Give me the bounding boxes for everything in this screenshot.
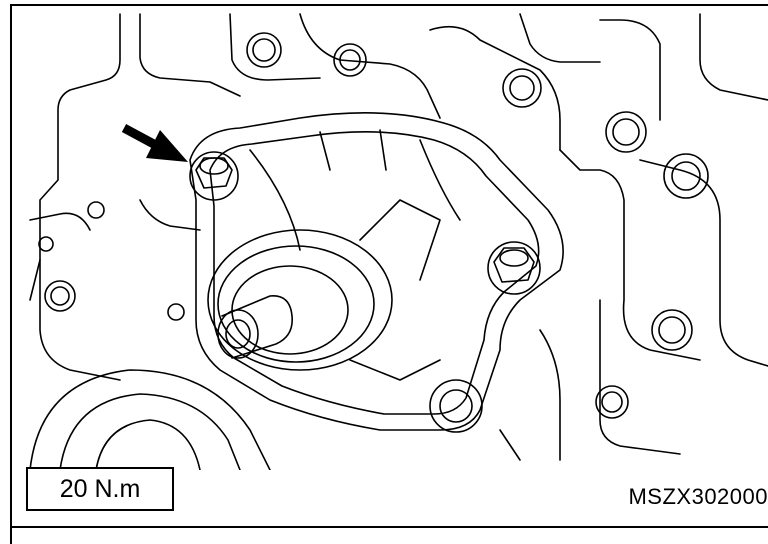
- frame-border-top: [10, 4, 768, 6]
- block-bolt-holes: [38, 32, 709, 419]
- line-drawing: [29, 13, 768, 470]
- crank-pulley: [29, 369, 271, 470]
- torque-value: 20 N.m: [59, 474, 141, 503]
- frame-border-bottom: [10, 526, 768, 528]
- figure-code: MSZX302000: [628, 484, 768, 509]
- engine-block-outline: [29, 13, 768, 461]
- frame-border-left: [10, 4, 12, 544]
- torque-spec-label: 20 N.m: [26, 467, 174, 511]
- pump-shaft: [217, 295, 293, 359]
- lower-flange-hole: [429, 379, 483, 433]
- right-pump-bolt: [487, 241, 541, 295]
- water-pump-body: [189, 112, 564, 431]
- pointer-arrow-icon: [121, 124, 188, 162]
- pump-hub: [207, 199, 441, 381]
- upper-pump-bolt: [189, 151, 239, 201]
